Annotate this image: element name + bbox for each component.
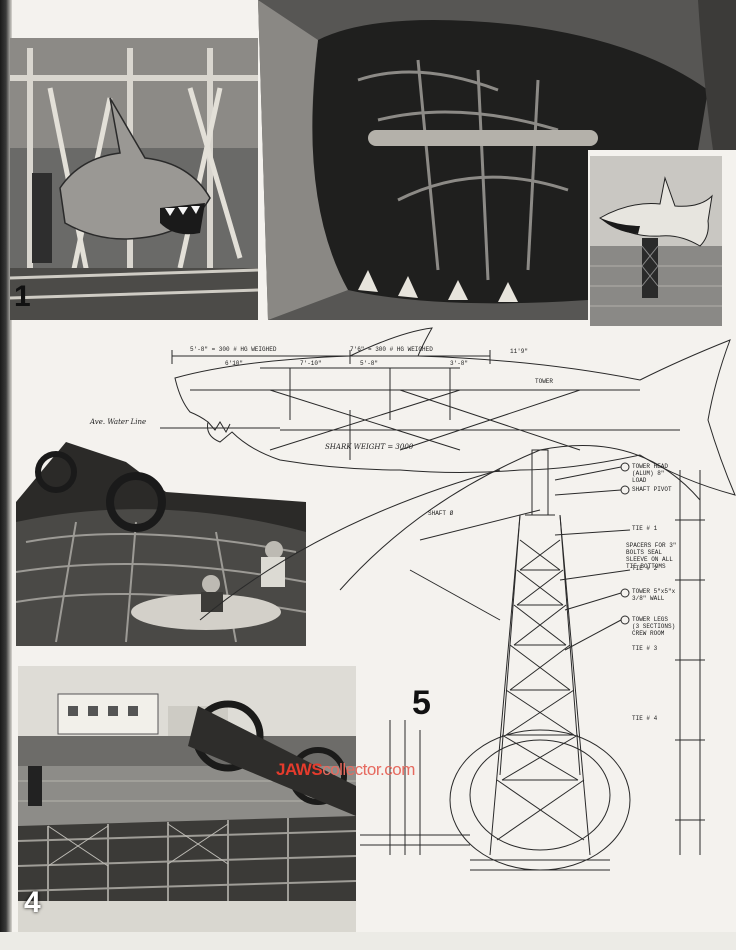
dim-b: 7'-10" [300,360,322,367]
dim-weight-mid: 7'6" = 300 # HG WEIGHED [350,346,433,353]
photo-4-harbor-rig: 4 [18,666,356,932]
jawscollector-watermark: JAWScollector.com [276,760,415,780]
watermark-suffix: collector.com [322,760,415,779]
watermark-brand: JAWS [276,760,323,779]
page-bottom-margin [0,932,736,950]
dim-c: 5'-8" [360,360,379,367]
figure-number-5: 5 [412,684,431,722]
note-spacers: SPACERS FOR 3" BOLTS SEAL SLEEVE ON ALL … [626,542,677,570]
label-shark-weight: SHARK WEIGHT = 3000 [325,443,414,451]
label-tower: TOWER [535,378,554,385]
dim-d: 3'-8" [450,360,469,367]
photo-platform-divers [16,432,306,646]
figure-5-blueprint-tower: 5'-8" = 300 # HG WEIGHED 7'6" = 300 # HG… [90,320,736,880]
dim-a: 6'10" [225,360,244,367]
label-tie-1: TIE # 1 [632,525,658,532]
label-shaft: SHAFT Ø [428,510,454,517]
photo-1-image [10,38,258,320]
label-tie-4: TIE # 4 [632,715,658,722]
dim-e: 11'9" [510,348,529,355]
photo-3-shark-on-tower [590,156,722,326]
figure-number-1: 1 [14,280,31,313]
note-shaft-pivot: SHAFT PIVOT [632,486,672,493]
note-tower-head: TOWER HEAD (ALUM) 8" LOAD [632,463,669,484]
note-tower-section: TOWER 5"x5"x 3/8" WALL [632,588,676,602]
photo-3-image [590,156,722,326]
dim-weight-left: 5'-8" = 300 # HG WEIGHED [190,346,277,353]
photo-platform-image [16,442,306,646]
blueprint-drawing [160,327,736,871]
label-tie-2: TIE # 2 [632,565,658,572]
note-tower-legs: TOWER LEGS (3 SECTIONS) CREW ROOM [632,616,676,637]
page-binding-gutter [0,0,12,950]
label-tie-3: TIE # 3 [632,645,658,652]
photo-1-shark-on-frame: 1 [10,38,258,320]
label-water-line: Ave. Water Line [90,418,147,426]
figure-number-4: 4 [24,886,41,919]
photo-4-image [18,666,356,932]
